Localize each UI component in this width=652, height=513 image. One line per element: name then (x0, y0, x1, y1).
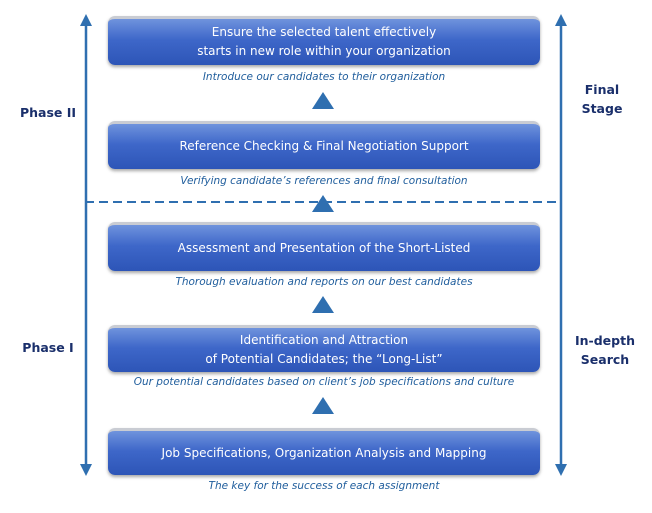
step-box-onboarding: Ensure the selected talent effectively s… (108, 16, 540, 65)
up-arrow-icon (312, 397, 334, 414)
step-caption: The key for the success of each assignme… (208, 480, 440, 492)
in-depth-search-label: In-depth Search (570, 331, 640, 369)
final-stage-line1: Final (584, 82, 620, 97)
step-box-job-specifications: Job Specifications, Organization Analysi… (108, 428, 540, 475)
step-box-text-line1: Ensure the selected talent effectively (211, 25, 437, 39)
step-box-text-line1: Reference Checking & Final Negotiation S… (179, 139, 469, 153)
right-vertical-arrow (555, 14, 567, 476)
step-caption: Thorough evaluation and reports on our b… (175, 276, 473, 288)
step-box-assessment: Assessment and Presentation of the Short… (108, 222, 540, 271)
step-box-text-line1: Assessment and Presentation of the Short… (177, 240, 471, 255)
final-stage-label: Final Stage (570, 80, 634, 118)
step-box-text-line2: starts in new role within your organizat… (197, 44, 451, 58)
phase-divider-line (85, 201, 558, 203)
step-box-identification: Identification and Attraction of Potenti… (108, 325, 540, 372)
in-depth-search-line2: Search (580, 352, 630, 367)
in-depth-search-line1: In-depth (575, 333, 635, 348)
step-box-text-line2: of Potential Candidates; the “Long-List” (205, 352, 443, 366)
phase-ii-label: Phase II (19, 105, 77, 120)
phase-i-label: Phase I (22, 340, 74, 355)
step-box-reference-checking: Reference Checking & Final Negotiation S… (108, 121, 540, 169)
up-arrow-icon (312, 195, 334, 212)
up-arrow-icon (312, 296, 334, 313)
up-arrow-icon (312, 92, 334, 109)
final-stage-line2: Stage (581, 101, 623, 116)
step-box-text-line1: Job Specifications, Organization Analysi… (161, 445, 487, 460)
step-caption: Our potential candidates based on client… (133, 376, 515, 388)
left-vertical-arrow (80, 14, 92, 476)
step-box-text-line1: Identification and Attraction (239, 333, 409, 347)
step-caption: Verifying candidate’s references and fin… (180, 175, 468, 187)
step-caption: Introduce our candidates to their organi… (202, 71, 446, 83)
